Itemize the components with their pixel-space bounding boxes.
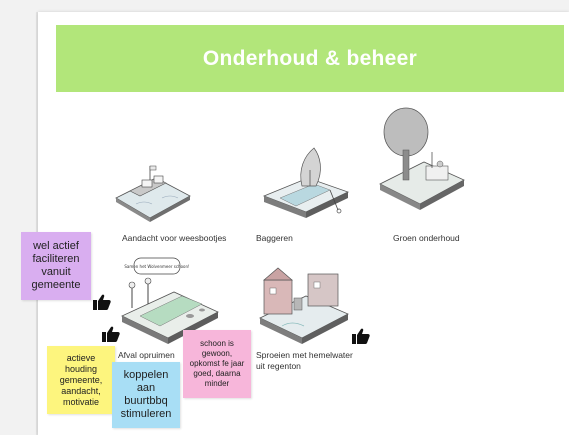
sticky-line: aan	[136, 382, 156, 394]
title-banner: Onderhoud & beheer	[56, 25, 564, 92]
thumbs-up-icon[interactable]	[352, 328, 370, 344]
sticky-line: houding	[64, 363, 98, 374]
sticky-line: schoon is	[200, 339, 234, 348]
caption-baggeren: Baggeren	[256, 233, 293, 243]
sticky-line: goed, daarna	[193, 369, 241, 378]
sticky-note-buurtbbq[interactable]: koppelen aan buurtbbq stimuleren	[112, 362, 180, 428]
sticky-line: wel actief	[33, 240, 79, 252]
sticky-note-faciliteren[interactable]: wel actief faciliteren vanuit gemeente	[21, 232, 91, 300]
caption-sproeien: Sproeien met hemelwater uit regenton	[256, 350, 353, 372]
sticky-line: vanuit	[41, 266, 71, 278]
thumbs-up-icon[interactable]	[102, 326, 120, 342]
caption-sproeien-line-1: Sproeien met hemelwater	[256, 350, 353, 360]
houseboat-dock-illustration	[115, 165, 191, 222]
thumbs-up-icon[interactable]	[93, 294, 111, 310]
canal-dredging-illustration	[262, 147, 350, 218]
caption-groen-onderhoud: Groen onderhoud	[393, 233, 460, 243]
sticky-line: buurtbbq	[124, 395, 168, 407]
sticky-note-actieve-houding[interactable]: actieve houding gemeente, aandacht, moti…	[47, 346, 115, 414]
caption-weesbootjes: Aandacht voor weesbootjes	[122, 233, 227, 243]
sticky-line: aandacht,	[61, 385, 101, 396]
slide-left-edge	[36, 12, 38, 435]
sticky-line: stimuleren	[120, 408, 172, 420]
slide-title: Onderhoud & beheer	[202, 46, 418, 70]
litter-cleanup-illustration: Samen het Wolvenmeer schoon!	[121, 257, 219, 344]
tree-maintenance-illustration	[379, 107, 465, 210]
rainwater-garden-illustration	[259, 267, 349, 344]
caption-afval-opruimen: Afval opruimen	[118, 350, 175, 360]
sticky-line: gewoon,	[201, 349, 233, 358]
sticky-line: minder	[204, 379, 230, 388]
sticky-line: actieve	[66, 352, 96, 363]
sticky-line: opkomst fe jaar	[189, 359, 245, 368]
sticky-note-schoon-is-gewoon[interactable]: schoon is gewoon, opkomst fe jaar goed, …	[183, 330, 251, 398]
sticky-line: gemeente,	[59, 374, 103, 385]
sticky-line: faciliteren	[32, 253, 80, 265]
sticky-line: motivatie	[62, 396, 99, 407]
caption-sproeien-line-2: uit regenton	[256, 361, 301, 371]
illustration-speech-text: Samen het Wolvenmeer schoon!	[124, 264, 189, 269]
sticky-line: gemeente	[31, 279, 81, 291]
sticky-line: koppelen	[123, 369, 169, 381]
